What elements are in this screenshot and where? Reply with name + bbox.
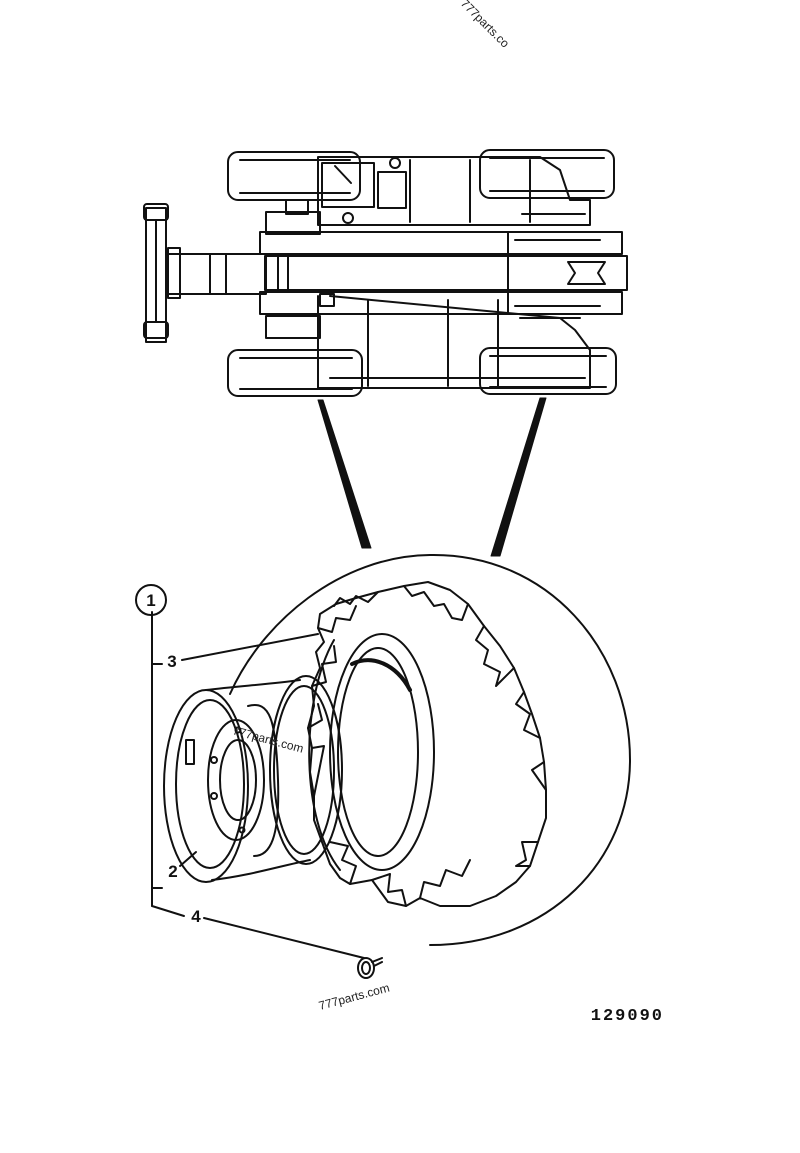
watermark-top: 777parts.co <box>458 0 512 51</box>
wheel-top-left <box>227 151 361 201</box>
callout-4: 4 <box>191 907 201 926</box>
figure-number: 129090 <box>591 1007 664 1026</box>
wheel-bottom-left <box>227 349 363 397</box>
callout-2: 2 <box>168 862 177 881</box>
assembly-callout-label: 1 <box>146 591 155 610</box>
zoom-pointers <box>317 397 547 557</box>
detail-circle <box>229 553 631 946</box>
machine-top-view <box>143 149 628 397</box>
watermark-bottom: 777parts.com <box>317 981 391 1013</box>
wheel-top-right <box>479 149 615 199</box>
tyre-valve <box>357 957 383 979</box>
chassis-upper <box>317 156 591 226</box>
carriage <box>143 203 267 343</box>
leader-lines <box>151 611 365 959</box>
chassis-lower <box>317 293 591 389</box>
boom <box>259 231 628 315</box>
assembly-callout: 1 <box>135 584 167 616</box>
axle-housing <box>265 199 321 339</box>
tyre <box>307 581 547 907</box>
wheel-rim <box>163 675 343 883</box>
callout-3: 3 <box>167 652 176 671</box>
